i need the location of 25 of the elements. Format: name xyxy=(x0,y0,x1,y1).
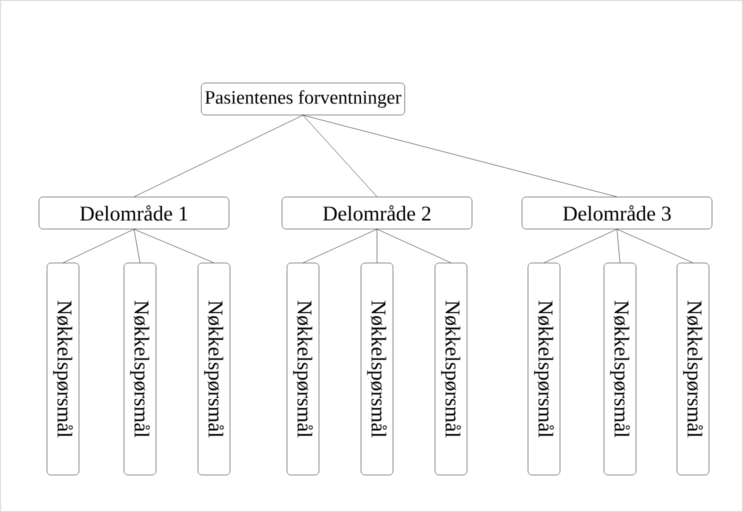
root-box: Pasientenes forventninger xyxy=(201,82,405,116)
question-box: Nøkkelspørsmål xyxy=(604,262,636,476)
question-box: Nøkkelspørsmål xyxy=(434,262,468,476)
connector-line xyxy=(616,229,620,263)
question-box: Nøkkelspørsmål xyxy=(360,262,394,476)
connector-line xyxy=(616,229,694,263)
question-box: Nøkkelspørsmål xyxy=(46,262,80,476)
category-box: Delområde 2 xyxy=(282,196,472,230)
question-box: Nøkkelspørsmål xyxy=(286,262,320,476)
connector-line xyxy=(544,229,618,263)
connector-line xyxy=(302,229,378,263)
category-box: Delområde 1 xyxy=(38,196,230,230)
connector-line xyxy=(376,229,378,263)
question-box: Nøkkelspørsmål xyxy=(124,262,156,476)
question-box: Nøkkelspørsmål xyxy=(198,262,230,476)
question-box: Nøkkelspørsmål xyxy=(676,262,710,476)
connector-line xyxy=(302,115,618,197)
connector-line xyxy=(134,229,214,263)
connector-line xyxy=(302,115,378,197)
connector-line xyxy=(376,229,452,263)
category-box: Delområde 3 xyxy=(522,196,712,230)
connector-line xyxy=(134,115,304,197)
connector-line xyxy=(134,229,140,263)
question-box: Nøkkelspørsmål xyxy=(528,262,560,476)
connector-line xyxy=(62,229,134,263)
